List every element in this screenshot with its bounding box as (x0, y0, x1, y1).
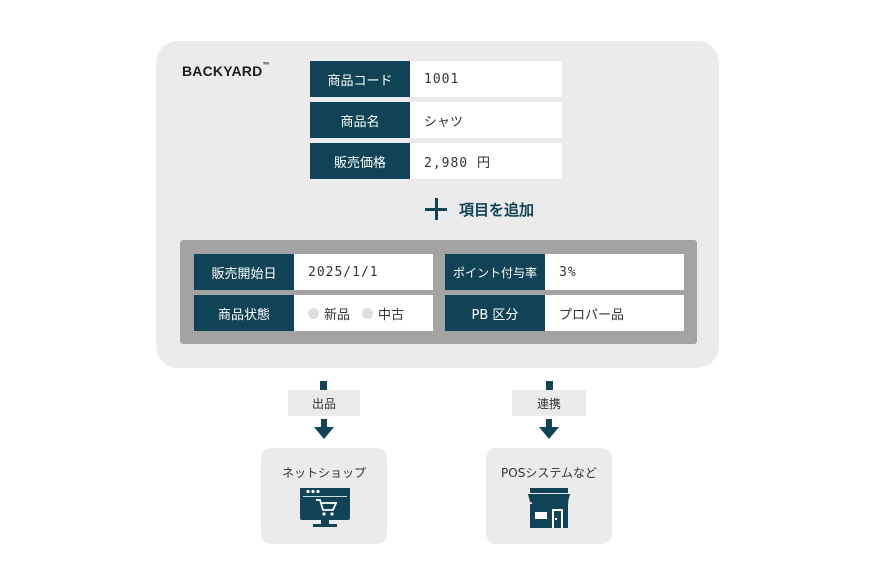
add-item-label: 項目を追加 (459, 200, 535, 219)
field-label: 商品コード (310, 61, 410, 97)
field-label: 販売価格 (310, 143, 410, 179)
target-title: ネットショップ (281, 466, 366, 480)
radio-dot (362, 307, 374, 319)
field-pb-category: PB 区分 プロパー品 (445, 295, 684, 331)
arrow-down-icon (314, 419, 334, 439)
radio-dot (308, 307, 319, 319)
field-sale-start: 販売開始日 2025/1/1 (194, 254, 433, 290)
radio-new[interactable]: 新品 (308, 304, 350, 323)
field-value[interactable]: 2,980 円 (410, 143, 562, 179)
field-product-name: 商品名 シャツ (310, 102, 562, 138)
flow-tag-integration: 連携 (512, 390, 586, 416)
flow-tag-listing: 出品 (288, 390, 360, 416)
target-card-pos: POSシステムなど (486, 448, 612, 544)
field-label: ポイント付与率 (445, 254, 545, 290)
field-value[interactable]: 2025/1/1 (294, 254, 433, 290)
field-label: 販売開始日 (194, 254, 294, 290)
online-shop-monitor-icon (300, 488, 350, 527)
radio-used[interactable]: 中古 (362, 304, 404, 323)
backyard-logo: BACKYARD™ (182, 62, 270, 79)
field-label: 商品状態 (194, 295, 294, 331)
field-value[interactable]: 3% (545, 254, 684, 290)
condition-options: 新品 中古 (294, 295, 433, 331)
field-condition: 商品状態 新品 中古 (194, 295, 433, 331)
target-title: POSシステムなど (501, 466, 597, 480)
add-item-button[interactable]: 項目を追加 (425, 198, 534, 220)
field-product-code: 商品コード 1001 (310, 61, 562, 97)
target-card-online-shop: ネットショップ (261, 448, 387, 544)
field-label: 商品名 (310, 102, 410, 138)
flow-stem (320, 381, 327, 390)
field-sale-price: 販売価格 2,980 円 (310, 143, 562, 179)
field-point-rate: ポイント付与率 3% (445, 254, 684, 290)
field-value[interactable]: プロパー品 (545, 295, 684, 331)
plus-icon (425, 198, 447, 220)
field-label: PB 区分 (445, 295, 545, 331)
store-icon (528, 488, 570, 528)
arrow-down-icon (539, 419, 559, 439)
field-value[interactable]: シャツ (410, 102, 562, 138)
field-value[interactable]: 1001 (410, 61, 562, 97)
flow-stem (546, 381, 553, 390)
